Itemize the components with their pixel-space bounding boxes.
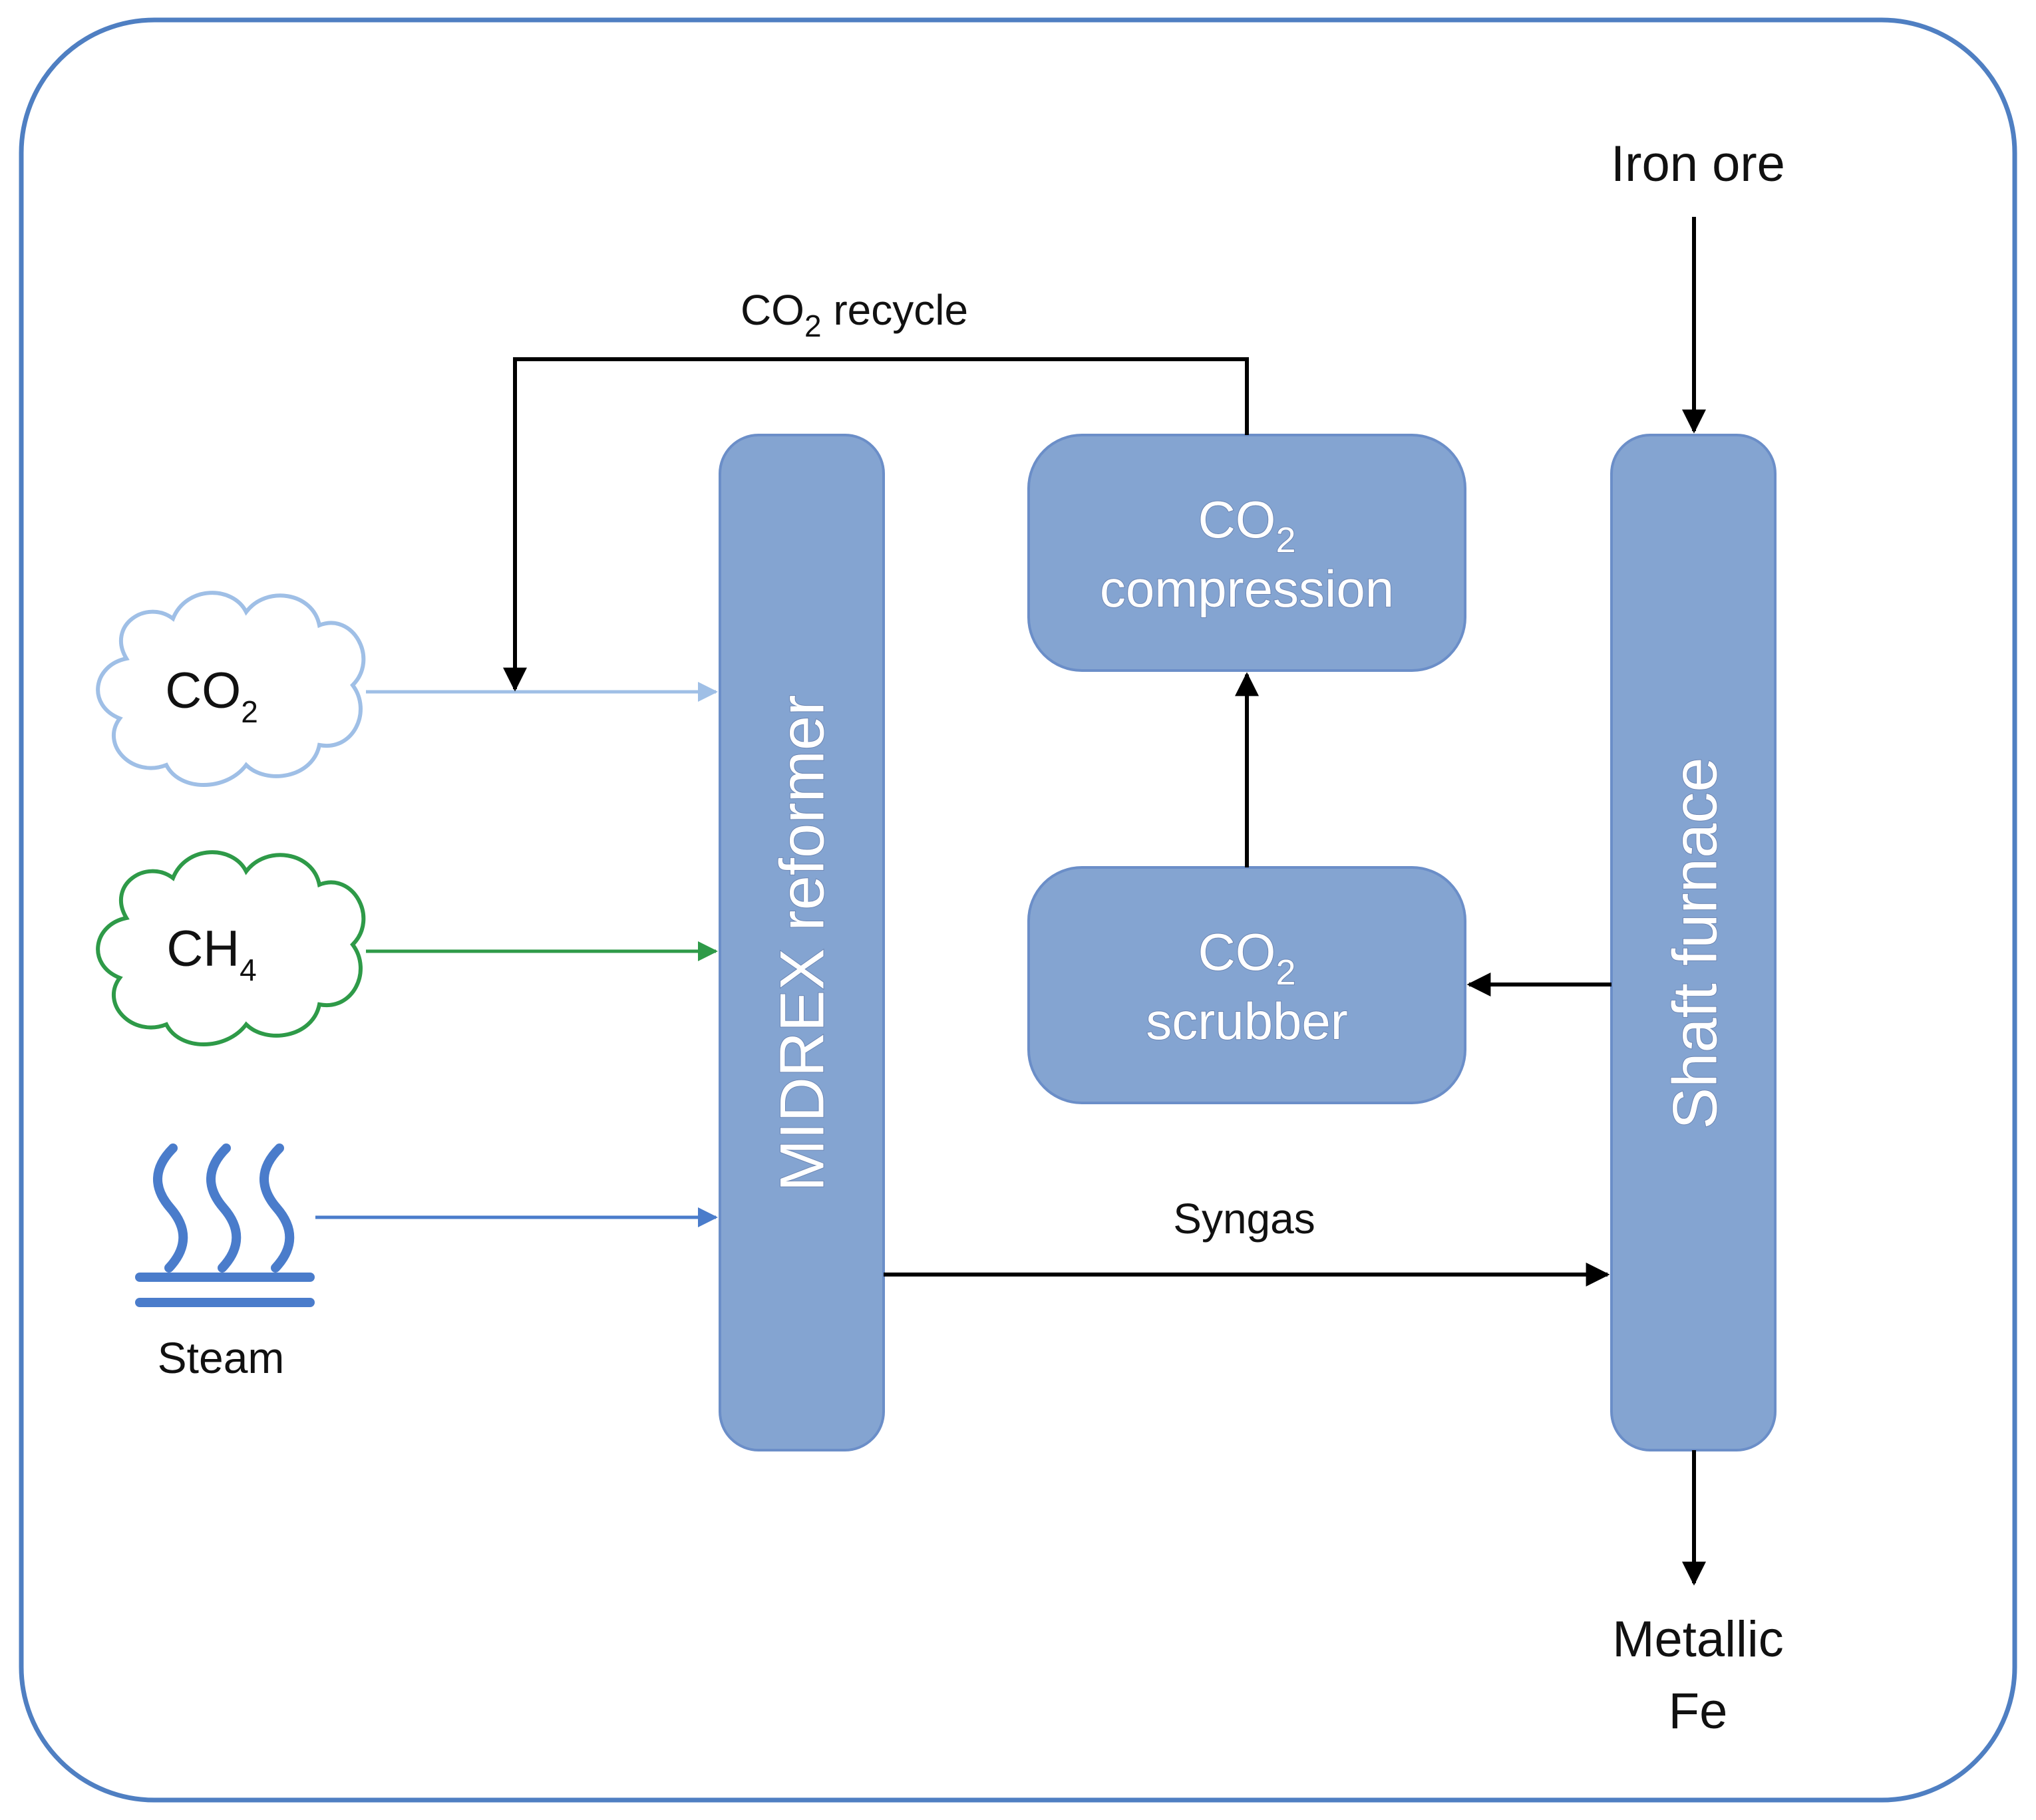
co2-scrubber-label-line2: scrubber — [1146, 992, 1347, 1050]
co2-compression-box — [1027, 434, 1466, 672]
co2-source-label: CO2 — [165, 663, 258, 729]
metallic-fe-label-line1: Metallic — [1612, 1611, 1784, 1668]
outer-frame — [19, 17, 2017, 1803]
co2-recycle-arrow — [503, 357, 1249, 692]
co2-recycle-label: CO2 recycle — [741, 286, 968, 343]
co2-compression-label-line2: compression — [1100, 559, 1394, 618]
midrex-reformer-box — [719, 434, 885, 1451]
metallic-fe-label-line2: Fe — [1669, 1683, 1728, 1740]
steam-label: Steam — [158, 1333, 285, 1382]
co2-scrubber-label-line1: CO2 — [1198, 923, 1295, 992]
co2-scrubber-box — [1027, 866, 1466, 1104]
steam-icon — [135, 1143, 315, 1307]
syngas-label: Syngas — [1173, 1195, 1315, 1243]
iron-ore-label: Iron ore — [1611, 136, 1785, 192]
co2-compression-label-line1: CO2 — [1198, 490, 1295, 560]
shaft-furnace-label: Shaft furnace — [1660, 757, 1730, 1129]
ch4-source-label: CH4 — [166, 921, 256, 987]
cloud-icon — [96, 850, 366, 1046]
midrex-reformer-label: MIDREX reformer — [767, 695, 837, 1192]
cloud-icon — [96, 591, 366, 787]
